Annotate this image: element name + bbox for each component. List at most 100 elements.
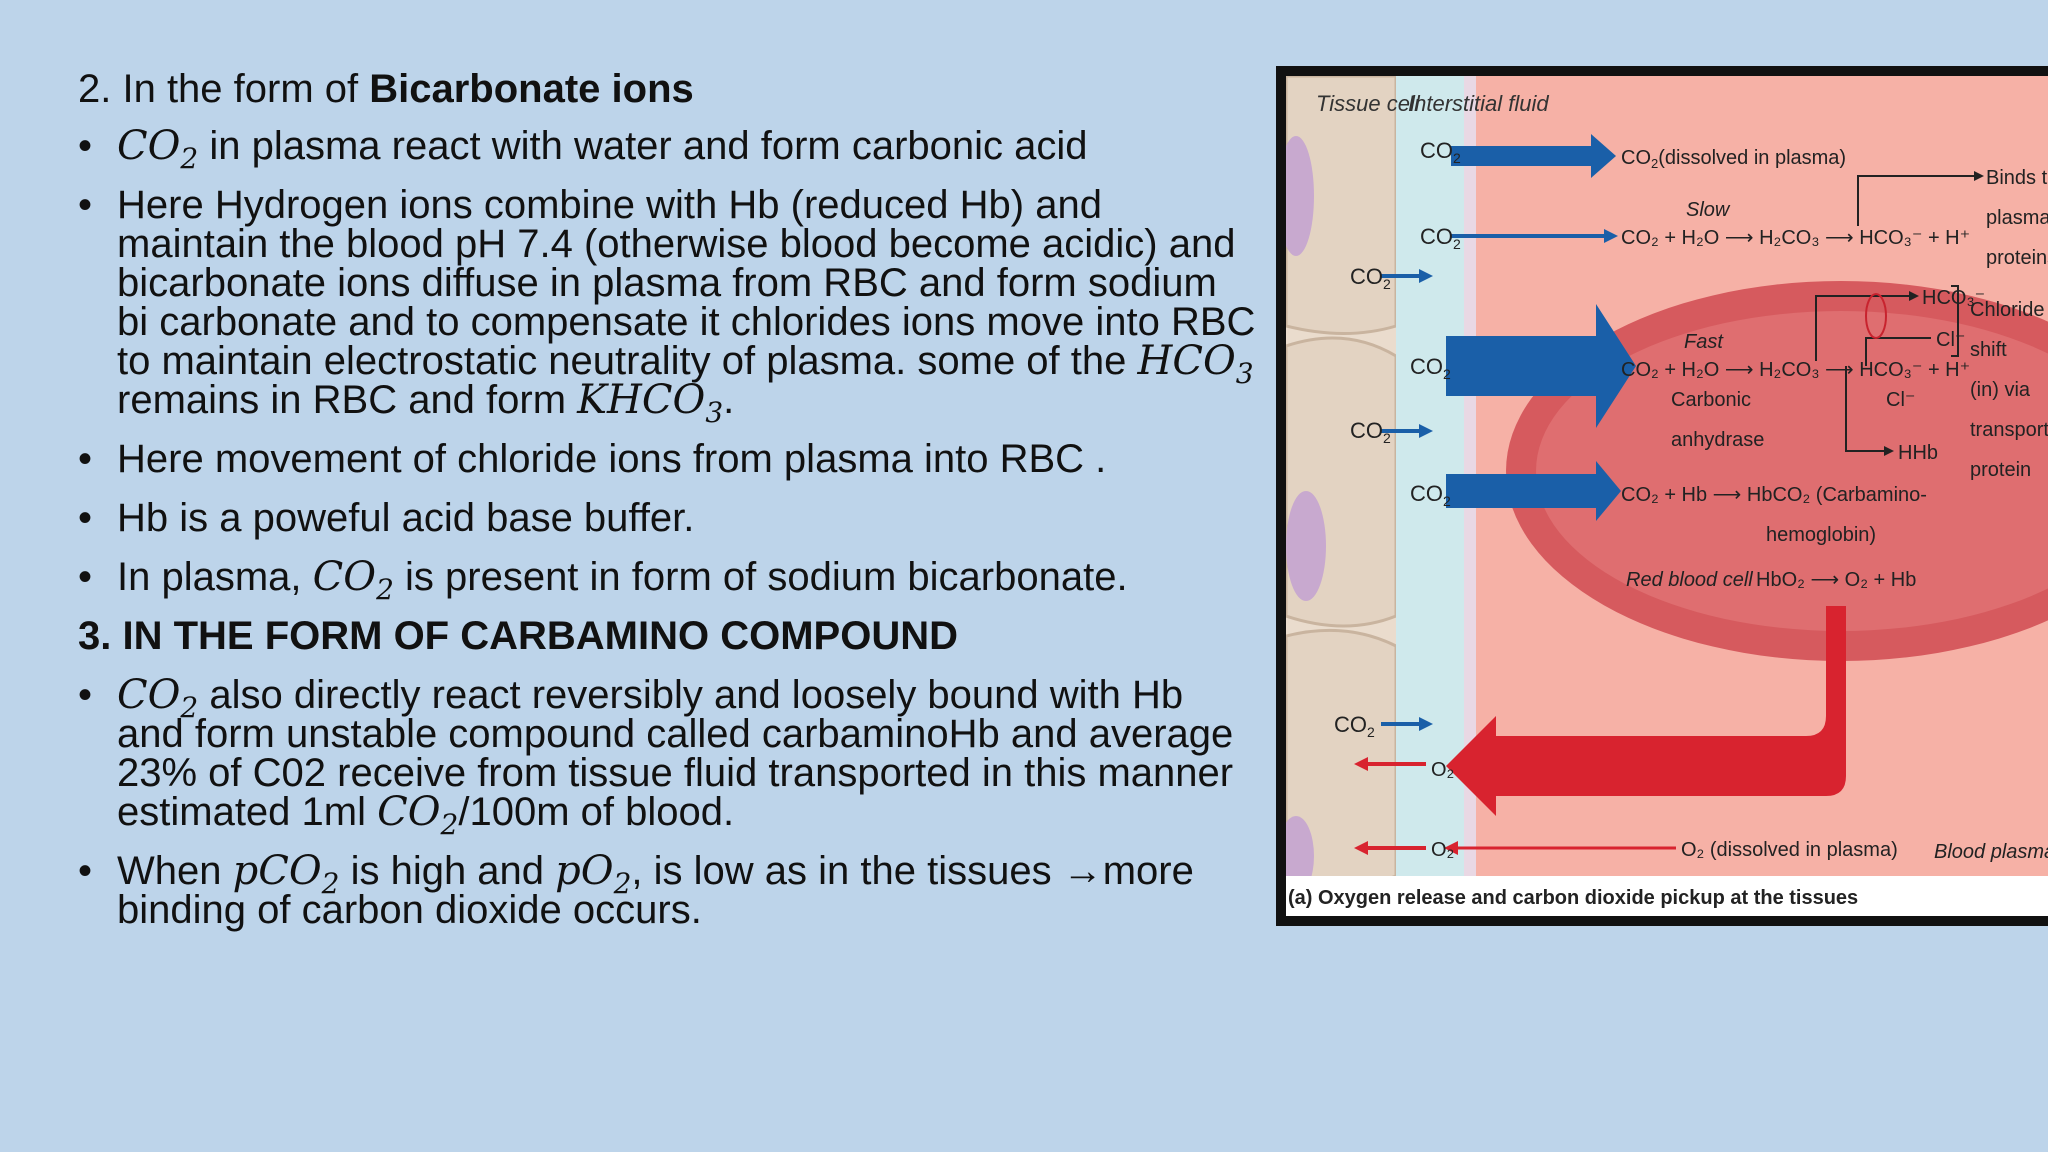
carbamino-equation: CO₂ + Hb ⟶ HbCO₂ (Carbamino- bbox=[1621, 484, 1927, 506]
bullet-carbamino: CO2 also directly react reversibly and l… bbox=[78, 673, 1258, 839]
heading-bicarbonate: 2. In the form of Bicarbonate ions bbox=[78, 67, 1258, 111]
bullet-text: is present in form of sodium bicarbonate… bbox=[393, 555, 1128, 599]
bullet-text: In plasma, bbox=[117, 555, 313, 599]
slow-label: Slow bbox=[1686, 199, 1731, 221]
right-arrow-icon: → bbox=[1062, 849, 1103, 893]
bullet-text: Here Hydrogen ions combine with Hb (redu… bbox=[117, 183, 1256, 383]
co2-label: CO2 bbox=[1420, 224, 1461, 252]
caption-bar bbox=[1286, 876, 2048, 916]
math-co2: CO bbox=[312, 554, 377, 600]
hco3-arrowhead bbox=[1909, 291, 1919, 301]
math-sub: 2 bbox=[440, 808, 459, 841]
math-co2: CO bbox=[117, 123, 181, 169]
label-interstitial-fluid: Interstitial fluid bbox=[1408, 91, 1549, 116]
math-co2: CO bbox=[377, 789, 441, 835]
tissue-nucleus bbox=[1286, 491, 1326, 601]
blood-plasma-label: Blood plasma bbox=[1934, 841, 2048, 863]
bullet-plasma-co2: In plasma, CO2 is present in form of sod… bbox=[78, 555, 1258, 604]
bullet-text: remains in RBC and form bbox=[117, 378, 578, 422]
co2-transport-figure: Tissue cell Interstitial fluid bbox=[1276, 66, 2048, 926]
co2-dissolved-label: CO2(dissolved in plasma) bbox=[1621, 147, 1846, 171]
heading-bold: Bicarbonate ions bbox=[369, 67, 694, 111]
tissue-cell bbox=[1286, 76, 1398, 335]
co2-label: CO2 bbox=[1420, 138, 1461, 166]
hemoglobin-label: hemoglobin) bbox=[1766, 524, 1876, 546]
bullet-text: Hb is a poweful acid base buffer. bbox=[117, 496, 695, 540]
math-sub: 2 bbox=[376, 573, 394, 606]
chloride-shift-bracket bbox=[1951, 285, 1959, 357]
co2-label: CO2 bbox=[1350, 418, 1391, 446]
o2-arrow-small-2 bbox=[1354, 841, 1426, 855]
hhb-label: HHb bbox=[1898, 442, 1938, 464]
rbc-label: Red blood cell bbox=[1626, 569, 1753, 591]
bullet-partial-pressure: When pCO2 is high and pO2, is low as in … bbox=[78, 849, 1258, 932]
bullet-hydrogen-ions: Here Hydrogen ions combine with Hb (redu… bbox=[78, 183, 1258, 427]
co2-label: CO2 bbox=[1334, 712, 1375, 740]
math-hco3: HCO bbox=[1137, 338, 1236, 384]
binds-label-line1: Binds to bbox=[1986, 167, 2048, 189]
transport-protein bbox=[1865, 293, 1887, 339]
hco3-out-label: HCO₃⁻ bbox=[1922, 287, 1985, 309]
cl-in-label: Cl⁻ bbox=[1886, 389, 1915, 411]
binds-arrowhead bbox=[1974, 171, 1984, 181]
bullet-chloride-movement: Here movement of chloride ions from plas… bbox=[78, 439, 1258, 479]
bullet-text: is high and bbox=[339, 849, 556, 893]
co2-arrow-2 bbox=[1451, 229, 1618, 243]
tissue-nucleus bbox=[1286, 136, 1314, 256]
bullet-text: also directly react reversibly and loose… bbox=[117, 673, 1234, 834]
hhb-arrowhead bbox=[1884, 446, 1894, 456]
o2-dissolved-label: O₂ (dissolved in plasma) bbox=[1681, 839, 1898, 861]
math-sub: 2 bbox=[180, 142, 199, 175]
bullet-hb-buffer: Hb is a poweful acid base buffer. bbox=[78, 496, 1258, 540]
red-blood-cell-inner bbox=[1536, 311, 2048, 631]
slow-equation: CO₂ + H₂O ⟶ H₂CO₃ ⟶ HCO₃⁻ + H⁺ bbox=[1621, 227, 1970, 249]
math-pco2: pCO bbox=[232, 848, 322, 894]
bullet-text: in plasma react with water and form carb… bbox=[198, 124, 1088, 168]
co2-label: CO2 bbox=[1410, 481, 1451, 509]
hbo2-equation: HbO₂ ⟶ O₂ + Hb bbox=[1756, 569, 1916, 591]
chloride-shift-line4: transport bbox=[1970, 419, 2048, 441]
co2-arrow-4 bbox=[1381, 424, 1433, 438]
bullet-text: more binding of carbon dioxide occurs. bbox=[117, 849, 1194, 932]
math-co2: CO bbox=[117, 672, 181, 718]
chloride-shift-line3: (in) via bbox=[1970, 379, 2031, 401]
anhydrase-label: anhydrase bbox=[1671, 429, 1764, 451]
figure-svg: Tissue cell Interstitial fluid bbox=[1286, 76, 2048, 916]
label-tissue-cell: Tissue cell bbox=[1316, 91, 1421, 116]
binds-label-line3: proteins bbox=[1986, 247, 2048, 269]
math-khco3: KHCO bbox=[577, 377, 706, 423]
co2-label: CO2 bbox=[1410, 354, 1451, 382]
fast-equation: CO₂ + H₂O ⟶ H₂CO₃ ⟶ HCO₃⁻ + H⁺ bbox=[1621, 359, 1970, 381]
co2-arrow-6 bbox=[1381, 717, 1433, 731]
cl-in-arrow bbox=[1865, 337, 1931, 366]
co2-arrow-3 bbox=[1381, 269, 1433, 283]
chloride-shift-line2: shift bbox=[1970, 339, 2007, 361]
o2-dissolved-arrowhead bbox=[1444, 841, 1458, 855]
chloride-shift-line5: protein bbox=[1970, 459, 2031, 481]
o2-arrow-small-1 bbox=[1354, 757, 1426, 771]
fast-label: Fast bbox=[1684, 331, 1724, 353]
carbonic-label: Carbonic bbox=[1671, 389, 1751, 411]
cl-out-label: Cl⁻ bbox=[1936, 329, 1965, 351]
bullet-text: , is low as in the tissues bbox=[631, 849, 1063, 893]
math-sub: 3 bbox=[1235, 357, 1254, 390]
o2-label: O₂ bbox=[1431, 839, 1454, 861]
co2-label: CO2 bbox=[1350, 264, 1391, 292]
co2-arrow-5 bbox=[1446, 461, 1621, 521]
section3-title: 3. IN THE FORM OF CARBAMINO COMPOUND bbox=[78, 614, 958, 658]
o2-release-arrow bbox=[1446, 606, 1846, 816]
bullet-co2-plasma: CO2 in plasma react with water and form … bbox=[78, 124, 1258, 173]
tissue-nucleus bbox=[1286, 816, 1314, 896]
bullet-text: When bbox=[117, 849, 233, 893]
binds-arrow bbox=[1857, 175, 1976, 226]
heading-prefix: 2. In the form of bbox=[78, 67, 370, 111]
bullet-text: /100m of blood. bbox=[458, 790, 735, 834]
co2-arrow-big bbox=[1446, 304, 1636, 428]
math-sub: 3 bbox=[705, 396, 724, 429]
text-column: 2. In the form of Bicarbonate ions CO2 i… bbox=[78, 67, 1258, 950]
binds-label-line2: plasma bbox=[1986, 207, 2048, 229]
hhb-arrow bbox=[1845, 366, 1886, 452]
figure-caption: (a) Oxygen release and carbon dioxide pi… bbox=[1288, 887, 1858, 909]
co2-arrow-1 bbox=[1451, 134, 1616, 178]
